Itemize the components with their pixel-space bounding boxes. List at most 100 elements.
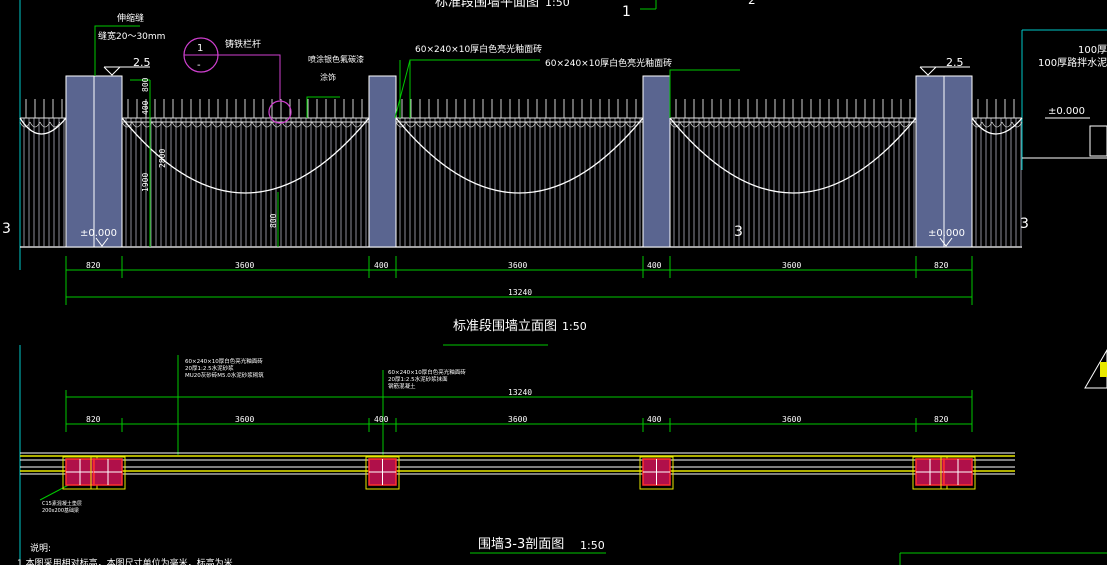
- railing-scallop: [769, 121, 781, 128]
- railing-scallop: [291, 121, 303, 128]
- dim-elev-3: 3600: [508, 261, 527, 270]
- slope-left: 2.5: [133, 56, 151, 69]
- railing-scallop: [849, 121, 861, 128]
- railing-scallop: [689, 121, 701, 128]
- railing-scallop: [829, 121, 841, 128]
- right-detail: 100厚 100厚路拌水泥石灰 ±0.000: [1022, 44, 1107, 389]
- railing-scallop: [669, 121, 681, 128]
- elevation-scale: 1:50: [562, 320, 587, 333]
- railing-scallop: [141, 121, 153, 128]
- railing-scallop: [1011, 121, 1023, 128]
- elevation-dimensions: [65, 60, 973, 346]
- railing-scallop: [181, 121, 193, 128]
- section-post: [62, 456, 98, 490]
- elevation-dim-text: 820 3600 400 3600 400 3600 820 13240: [86, 261, 949, 297]
- fence-bars: [23, 118, 1022, 247]
- tile-label-2: 60×240×10厚白色亮光釉面砖: [545, 57, 672, 69]
- railing-scallop: [809, 121, 821, 128]
- elev-right: ±0.000: [928, 228, 965, 239]
- pillar-mid-1: [368, 75, 397, 248]
- section-post: [912, 456, 948, 490]
- railing-scallop: [475, 121, 487, 128]
- railing-scallops: [19, 121, 1023, 128]
- vdim-4: 2800: [158, 149, 167, 168]
- railing-scallop: [779, 121, 791, 128]
- section-mark-left: 3: [2, 221, 11, 237]
- right-elev: ±0.000: [1048, 106, 1085, 117]
- railing-scallop: [739, 121, 751, 128]
- section-dimensions: [39, 390, 1107, 565]
- dim-sec-5: 3600: [782, 415, 801, 424]
- railing-rails: [20, 117, 1022, 123]
- dim-sec-2: 400: [374, 415, 389, 424]
- arch-1: [121, 117, 370, 194]
- section-post: [90, 456, 126, 490]
- railing-scallop: [575, 121, 587, 128]
- railing-scallop: [981, 121, 993, 128]
- section-posts: [62, 456, 976, 490]
- railing-scallop: [445, 121, 457, 128]
- railing-scallop: [241, 121, 253, 128]
- railing-scallop: [301, 121, 313, 128]
- top-scale-cut: 1:50: [545, 0, 570, 9]
- railing-scallop: [719, 121, 731, 128]
- railing-scallop: [505, 121, 517, 128]
- railing-scallop: [191, 121, 203, 128]
- arch-2: [395, 117, 644, 194]
- railing-scallop: [525, 121, 537, 128]
- paint-label-1: 喷涂银色氟碳漆: [308, 54, 364, 64]
- section-post: [365, 456, 400, 490]
- railing-scallop: [405, 121, 417, 128]
- railing-scallop: [201, 121, 213, 128]
- railing-scallop: [49, 121, 61, 128]
- dim-elev-total: 13240: [508, 288, 532, 297]
- railing-scallop: [251, 121, 263, 128]
- wall-arches: [19, 117, 1023, 194]
- railing-scallop: [585, 121, 597, 128]
- notes-heading: 说明:: [30, 542, 51, 554]
- railing-scallop: [625, 121, 637, 128]
- top-header: 标准段围墙平面图 1:50 1 2: [435, 0, 756, 20]
- railing-scallop: [565, 121, 577, 128]
- detail-sheet: -: [197, 60, 201, 71]
- note-bottom-0: C15素混凝土垫层: [42, 500, 82, 507]
- detail-callout: 1 -: [183, 37, 292, 124]
- note-left-2: MU20灰砂砖M5.0水泥砂浆砌筑: [185, 371, 264, 379]
- railing-scallop: [699, 121, 711, 128]
- arch-3: [669, 117, 917, 194]
- slope-right: 2.5: [946, 56, 964, 69]
- railing-scallop: [415, 121, 427, 128]
- railing-scallop: [749, 121, 761, 128]
- section-mark-middle: 3: [734, 224, 743, 240]
- section-notes-leaders: [177, 355, 384, 455]
- dim-sec-1: 3600: [235, 415, 254, 424]
- railing-scallop: [261, 121, 273, 128]
- railing-scallop: [221, 121, 233, 128]
- section-dim-text: 13240 820 3600 400 3600 400 3600 820: [86, 388, 949, 424]
- elevation-view: 820 3600 400 3600 400 3600 820 13240 400…: [2, 12, 1029, 346]
- top-title-cut: 标准段围墙平面图: [435, 0, 539, 10]
- top-index-1: 1: [622, 4, 631, 20]
- dim-sec-3: 3600: [508, 415, 527, 424]
- note-mid-1: 20厚1:2.5水泥砂浆抹面: [388, 375, 448, 383]
- railing-scallop: [729, 121, 741, 128]
- notes: 说明: 1 本图采用相对标高，本图尺寸单位为毫米，标高为米: [17, 542, 233, 565]
- detail-num: 1: [197, 43, 203, 54]
- railing-scallop: [351, 121, 363, 128]
- railing-scallop: [151, 121, 163, 128]
- section-scale: 1:50: [580, 539, 605, 552]
- railing-scallop: [231, 121, 243, 128]
- pillars: [65, 75, 973, 248]
- dim-elev-2: 400: [374, 261, 389, 270]
- expansion-joint-label: 伸缩缝: [117, 12, 144, 24]
- railing-scallop: [991, 121, 1003, 128]
- viewport-edge: [1021, 29, 1107, 170]
- railing-scallop: [281, 121, 293, 128]
- note-bottom-1: 200x200基础梁: [42, 507, 79, 514]
- expansion-joint-width: 缝宽20～30mm: [98, 30, 165, 42]
- railing-scallop: [485, 121, 497, 128]
- railing-scallop: [615, 121, 627, 128]
- vdim-5: 800: [269, 213, 278, 228]
- railing-scallop: [515, 121, 527, 128]
